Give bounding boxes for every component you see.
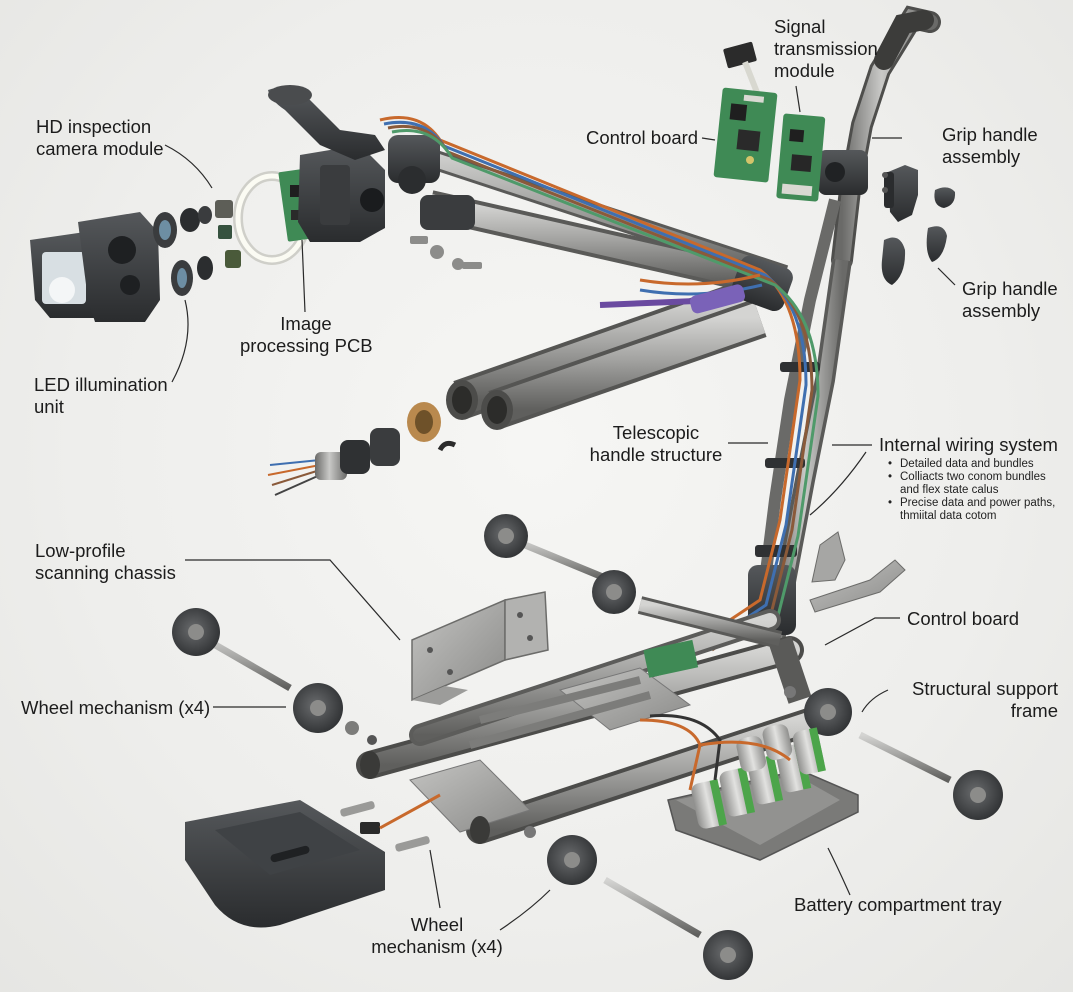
control-board-top — [713, 87, 778, 183]
arm-tubes — [388, 135, 793, 430]
camera-housing — [30, 212, 160, 322]
label-wheel-left: Wheel mechanism (x4) — [21, 697, 211, 718]
label-chassis: Low-profile scanning chassis — [35, 540, 176, 583]
label-telescopic: Telescopic handle structure — [589, 422, 723, 465]
cable-connector-parts — [267, 236, 482, 496]
label-hd-camera: HD inspection camera module — [36, 116, 164, 159]
support-bracket — [809, 531, 906, 613]
label-signal-transmission: Signal transmission module — [774, 16, 878, 81]
label-control-board-top: Control board — [586, 127, 699, 148]
label-control-board-bottom: Control board — [907, 608, 1020, 629]
internal-wiring-bundle — [379, 116, 820, 667]
label-led-unit: LED illumination unit — [34, 374, 168, 417]
label-structural-frame: Structural support frame — [911, 678, 1058, 721]
grip-handle-parts — [881, 165, 956, 285]
lens-assembly — [153, 200, 241, 296]
wheel-axle-set — [172, 514, 1003, 980]
front-bumper — [185, 793, 441, 928]
label-battery: Battery compartment tray — [794, 894, 1002, 915]
battery-tray — [639, 714, 859, 861]
chassis-frame — [356, 596, 829, 844]
label-wheel-bottom: Wheel mechanism (x4) — [371, 914, 503, 957]
wiring-bullet-list: Detailed data and bundles Colliacts two … — [888, 458, 1055, 523]
u-bracket — [411, 591, 549, 705]
battery-cells — [691, 724, 826, 829]
camera-main-body — [268, 85, 385, 242]
label-wiring-title: Internal wiring system — [879, 434, 1058, 455]
label-grip-handle-2: Grip handle assembly — [962, 278, 1058, 321]
label-grip-handle-1: Grip handle assembly — [942, 124, 1038, 167]
label-image-pcb: Image processing PCB — [240, 313, 373, 356]
leader-lines — [164, 85, 956, 931]
